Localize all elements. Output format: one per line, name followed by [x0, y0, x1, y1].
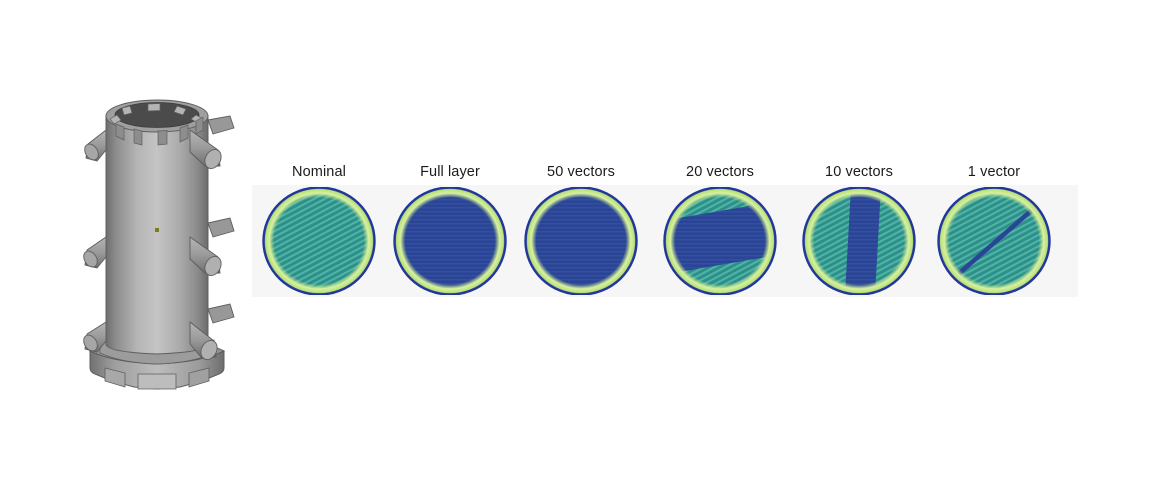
- model-top-rim: [105, 99, 209, 146]
- section-50-vectors-ring: [525, 187, 637, 295]
- section-nominal-outline: [262, 187, 376, 295]
- section-full-layer-ring: [394, 187, 506, 295]
- cad-model-svg: [83, 99, 235, 390]
- section-label-50-vectors: 50 vectors: [547, 164, 615, 180]
- section-full-layer: [380, 187, 520, 295]
- section-20-vectors: [650, 187, 790, 295]
- section-label-nominal: Nominal: [292, 164, 346, 180]
- section-1-vector-ring: [938, 187, 1050, 295]
- model-rim-notches: [109, 103, 204, 125]
- section-label-20-vectors: 20 vectors: [686, 164, 754, 180]
- section-10-vectors: [789, 187, 929, 295]
- section-50-vectors-outline: [524, 187, 638, 295]
- section-1-vector: [924, 187, 1064, 295]
- cad-model-cylinder: [72, 72, 242, 402]
- section-20-vectors-ring: [664, 187, 776, 295]
- section-nominal-ring: [263, 187, 375, 295]
- section-nominal: [249, 187, 389, 295]
- model-rim-slots: [115, 116, 204, 146]
- section-10-vectors-outline: [802, 187, 916, 295]
- model-origin-marker: [155, 228, 159, 232]
- section-label-full-layer: Full layer: [420, 164, 480, 180]
- section-full-layer-outline: [393, 187, 507, 295]
- section-50-vectors: [511, 187, 651, 295]
- section-10-vectors-ring: [803, 187, 915, 295]
- section-label-1-vector: 1 vector: [967, 164, 1021, 180]
- section-1-vector-outline: [937, 187, 1051, 295]
- section-label-10-vectors: 10 vectors: [825, 164, 893, 180]
- section-20-vectors-outline: [663, 187, 777, 295]
- model-pins: [83, 115, 235, 360]
